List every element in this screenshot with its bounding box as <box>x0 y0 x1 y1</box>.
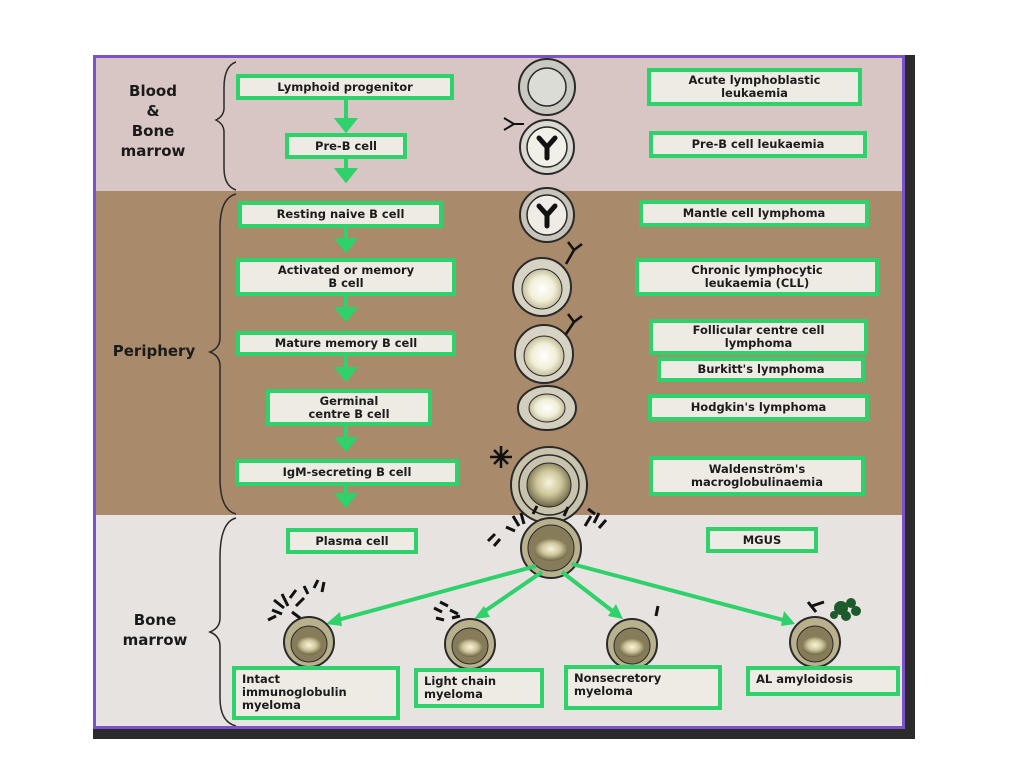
stage-mature-memory-b-cell: Mature memory B cell <box>236 331 456 356</box>
myeloma-arrowheads <box>326 604 795 626</box>
disease-pre-b-cell-leukaemia: Pre-B cell leukaemia <box>649 131 867 158</box>
disease-acute-lymphoblastic-leukaemia: Acute lymphoblastic leukaemia <box>647 68 862 106</box>
myeloma-light-chain: Light chain myeloma <box>414 668 544 708</box>
cell-germinal-centre <box>517 385 577 431</box>
disease-mantle-cell-lymphoma: Mantle cell lymphoma <box>639 200 869 227</box>
disease-hodgkins-lymphoma: Hodgkin's lymphoma <box>648 394 869 421</box>
cell-pre-b <box>503 117 575 175</box>
diagram-frame: Blood & Bone marrow Periphery Bone marro… <box>93 55 905 729</box>
disease-follicular-centre-cell-lymphoma: Follicular centre cell lymphoma <box>649 319 868 355</box>
myeloma-nonsecretory: Nonsecretory myeloma <box>564 665 722 710</box>
stage-igm-secreting-b-cell: IgM-secreting B cell <box>235 459 459 486</box>
stage-plasma-cell: Plasma cell <box>286 528 418 554</box>
brace-marrow <box>207 517 237 726</box>
cell-mature-memory <box>514 313 583 384</box>
stage-lymphoid-progenitor: Lymphoid progenitor <box>236 74 454 100</box>
brace-periphery <box>207 193 237 515</box>
cell-igm-secreting <box>490 446 588 524</box>
cell-lymphoid-progenitor <box>518 58 576 116</box>
disease-burkitts-lymphoma: Burkitt's lymphoma <box>657 357 865 382</box>
region-label-blood-marrow: Blood & Bone marrow <box>120 82 186 160</box>
stage-resting-naive-b-cell: Resting naive B cell <box>238 201 443 228</box>
cell-activated-memory <box>512 241 583 317</box>
cell-light-chain-myeloma <box>433 600 496 670</box>
cell-plasma <box>486 505 608 579</box>
region-label-bone-marrow: Bone marrow <box>122 611 188 649</box>
cell-resting-naive <box>519 187 575 243</box>
myeloma-intact-immunoglobulin: Intact immunoglobulin myeloma <box>232 666 400 720</box>
diagram-graphics <box>207 58 861 726</box>
cell-intact-ig-myeloma <box>267 579 335 668</box>
stage-pre-b-cell: Pre-B cell <box>285 133 407 159</box>
disease-waldenstroms-macroglobulinaemia: Waldenström's macroglobulinaemia <box>649 456 865 496</box>
disease-mgus: MGUS <box>706 527 818 553</box>
region-label-periphery: Periphery <box>112 342 196 360</box>
disease-chronic-lymphocytic-leukaemia: Chronic lymphocytic leukaemia (CLL) <box>635 258 879 296</box>
stage-germinal-centre-b-cell: Germinal centre B cell <box>266 389 432 426</box>
stage-arrows <box>333 100 359 509</box>
myeloma-arrows <box>333 562 788 623</box>
cell-al-amyloidosis <box>789 598 861 668</box>
al-amyloidosis: AL amyloidosis <box>746 666 900 696</box>
brace-blood <box>214 61 237 191</box>
stage-activated-memory-b-cell: Activated or memory B cell <box>236 258 456 296</box>
cell-nonsecretory-myeloma <box>606 605 660 670</box>
